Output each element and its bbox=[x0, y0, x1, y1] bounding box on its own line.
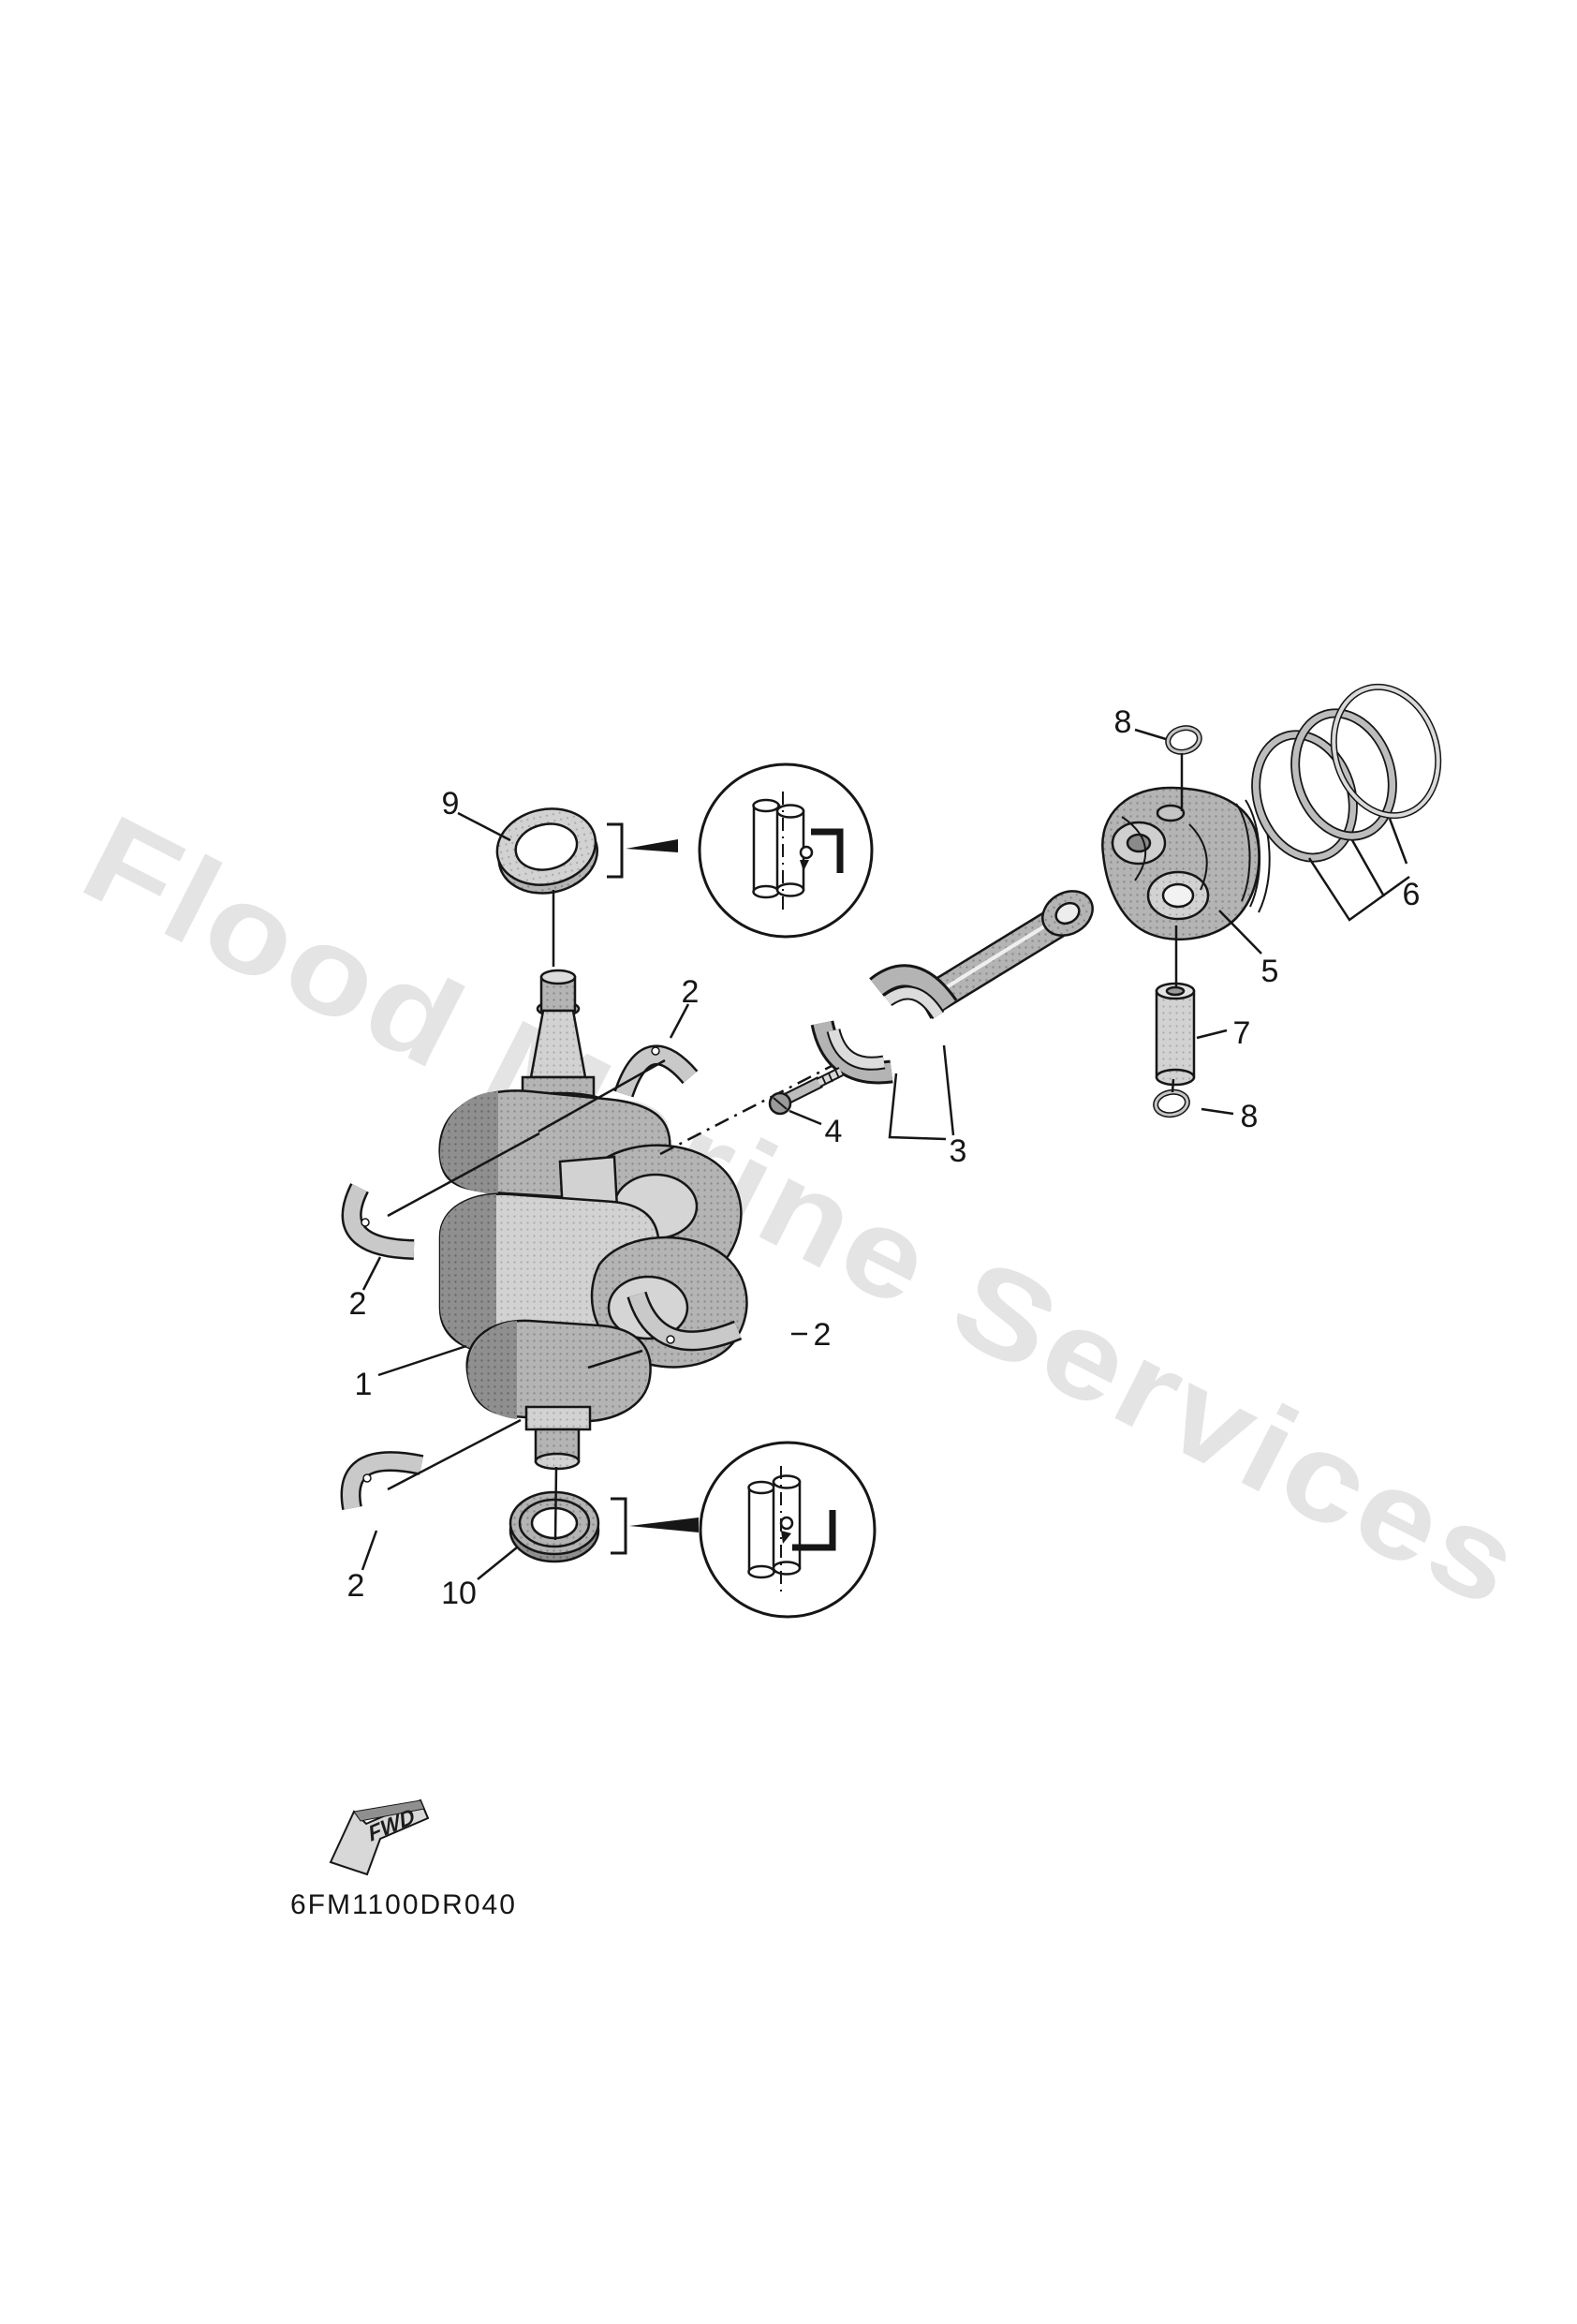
callout-8-top: 8 bbox=[1114, 704, 1132, 740]
inset-pointer-bottom bbox=[611, 1497, 699, 1555]
callout-2-left: 2 bbox=[349, 1286, 367, 1322]
callout-3: 3 bbox=[950, 1133, 967, 1169]
callout-2-right: 2 bbox=[814, 1317, 832, 1353]
main-bearing-shell-bottom bbox=[340, 1451, 424, 1511]
callout-7: 7 bbox=[1233, 1015, 1251, 1051]
pin-clip-bottom-illustration bbox=[1153, 1088, 1190, 1118]
detail-inset-top bbox=[698, 762, 874, 939]
rod-bolt-illustration bbox=[659, 1064, 844, 1156]
callout-1: 1 bbox=[355, 1367, 373, 1402]
piston-illustration bbox=[1101, 786, 1271, 940]
callout-5: 5 bbox=[1261, 954, 1279, 989]
connecting-rod-illustration bbox=[810, 890, 1094, 1085]
pin-clip-top-illustration bbox=[1165, 725, 1202, 755]
fwd-direction-arrow: FWD bbox=[329, 1799, 430, 1876]
leader-lines bbox=[361, 728, 1410, 1580]
main-bearing-shell-left bbox=[341, 1183, 415, 1260]
inset-pointer-top bbox=[607, 822, 678, 879]
callout-2-top: 2 bbox=[682, 974, 700, 1010]
piston-pin-illustration bbox=[1155, 982, 1196, 1087]
callout-6: 6 bbox=[1403, 877, 1421, 912]
callout-4: 4 bbox=[825, 1114, 843, 1149]
detail-inset-bottom bbox=[699, 1441, 877, 1619]
callout-2-bottom: 2 bbox=[347, 1568, 365, 1604]
oil-seal-9 bbox=[495, 807, 599, 895]
callout-9: 9 bbox=[442, 786, 460, 822]
callout-8-bottom: 8 bbox=[1241, 1099, 1259, 1134]
main-bearing-shell-right bbox=[626, 1291, 743, 1352]
diagram-code: 6FM1100DR040 bbox=[290, 1889, 517, 1920]
piston-ring-set-illustration bbox=[1251, 683, 1442, 863]
crankshaft-illustration bbox=[438, 969, 748, 1471]
callout-10: 10 bbox=[441, 1576, 477, 1611]
